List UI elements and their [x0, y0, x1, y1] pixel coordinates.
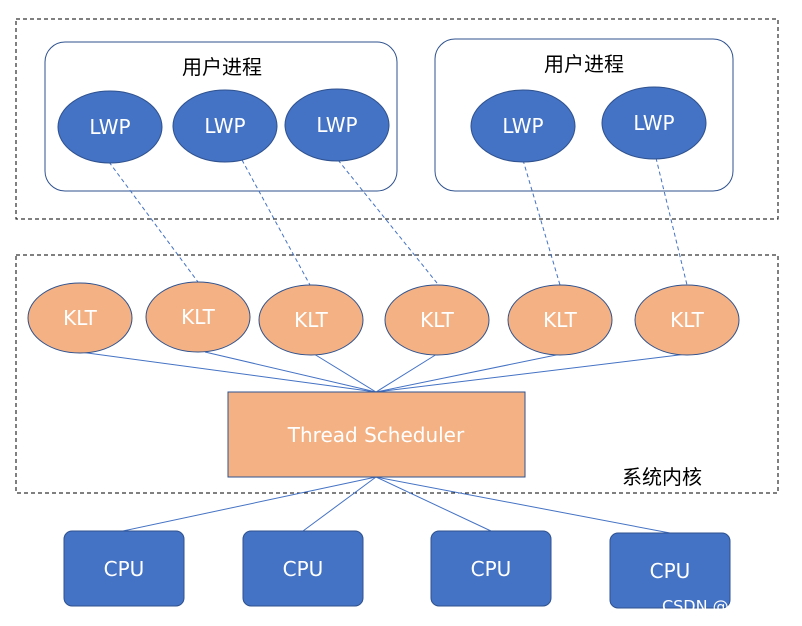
scheduler-cpu-link-1	[122, 476, 377, 532]
scheduler-cpu-link-3	[375, 476, 492, 532]
klt-label: KLT	[543, 308, 578, 332]
user-process-title-1: 用户进程	[182, 55, 262, 79]
klt-node	[384, 284, 490, 356]
klt-label: KLT	[670, 308, 705, 332]
cpu-label: CPU	[650, 559, 691, 583]
klt-node	[634, 284, 740, 356]
klt-scheduler-link-6	[375, 353, 688, 393]
klt-label: KLT	[420, 308, 455, 332]
kernel-label: 系统内核	[622, 465, 702, 489]
klt-scheduler-link-3	[313, 353, 377, 393]
lwp-klt-connectors	[108, 157, 688, 286]
cpu-box	[430, 530, 552, 607]
thread-scheduler-box	[227, 391, 526, 478]
lwp-node	[57, 90, 163, 164]
cpu-box	[609, 532, 731, 609]
klt-node	[145, 281, 251, 353]
lwp-label: LWP	[502, 114, 543, 138]
klt-scheduler-link-5	[375, 353, 562, 393]
lwp-node	[172, 89, 278, 163]
lwp-node	[601, 86, 707, 160]
user-process-title-2: 用户进程	[544, 52, 624, 76]
lwp-klt-link-4	[522, 159, 561, 286]
klt-node	[258, 284, 364, 356]
klt-scheduler-link-4	[375, 353, 438, 393]
watermark-text: CSDN @phial03	[662, 597, 788, 616]
lwp-klt-link-3	[337, 159, 438, 284]
user-space-boundary	[15, 18, 779, 220]
lwp-label: LWP	[633, 111, 674, 135]
lwp-node	[284, 88, 390, 162]
lwp-klt-link-1	[108, 161, 199, 283]
scheduler-cpu-link-2	[302, 476, 377, 532]
cpu-label: CPU	[104, 557, 145, 581]
scheduler-cpu-connectors	[122, 476, 671, 534]
lwp-klt-link-2	[241, 159, 311, 286]
klt-scheduler-connectors	[79, 351, 688, 393]
cpu-box	[63, 530, 185, 607]
lwp-label: LWP	[316, 113, 357, 137]
thread-scheduler-label: Thread Scheduler	[287, 423, 465, 447]
lwp-label: LWP	[204, 114, 245, 138]
kernel-boundary	[15, 254, 779, 494]
klt-scheduler-link-1	[79, 351, 377, 393]
klt-node	[27, 282, 133, 354]
klt-node	[507, 284, 613, 356]
cpu-label: CPU	[471, 557, 512, 581]
cpu-label: CPU	[283, 557, 324, 581]
lwp-node	[470, 89, 576, 163]
klt-label: KLT	[63, 306, 98, 330]
klt-label: KLT	[181, 305, 216, 329]
scheduler-cpu-link-4	[375, 476, 671, 534]
klt-label: KLT	[294, 308, 329, 332]
lwp-label: LWP	[89, 115, 130, 139]
klt-scheduler-link-2	[204, 351, 377, 393]
lwp-klt-link-5	[655, 157, 688, 286]
cpu-box	[242, 530, 364, 607]
